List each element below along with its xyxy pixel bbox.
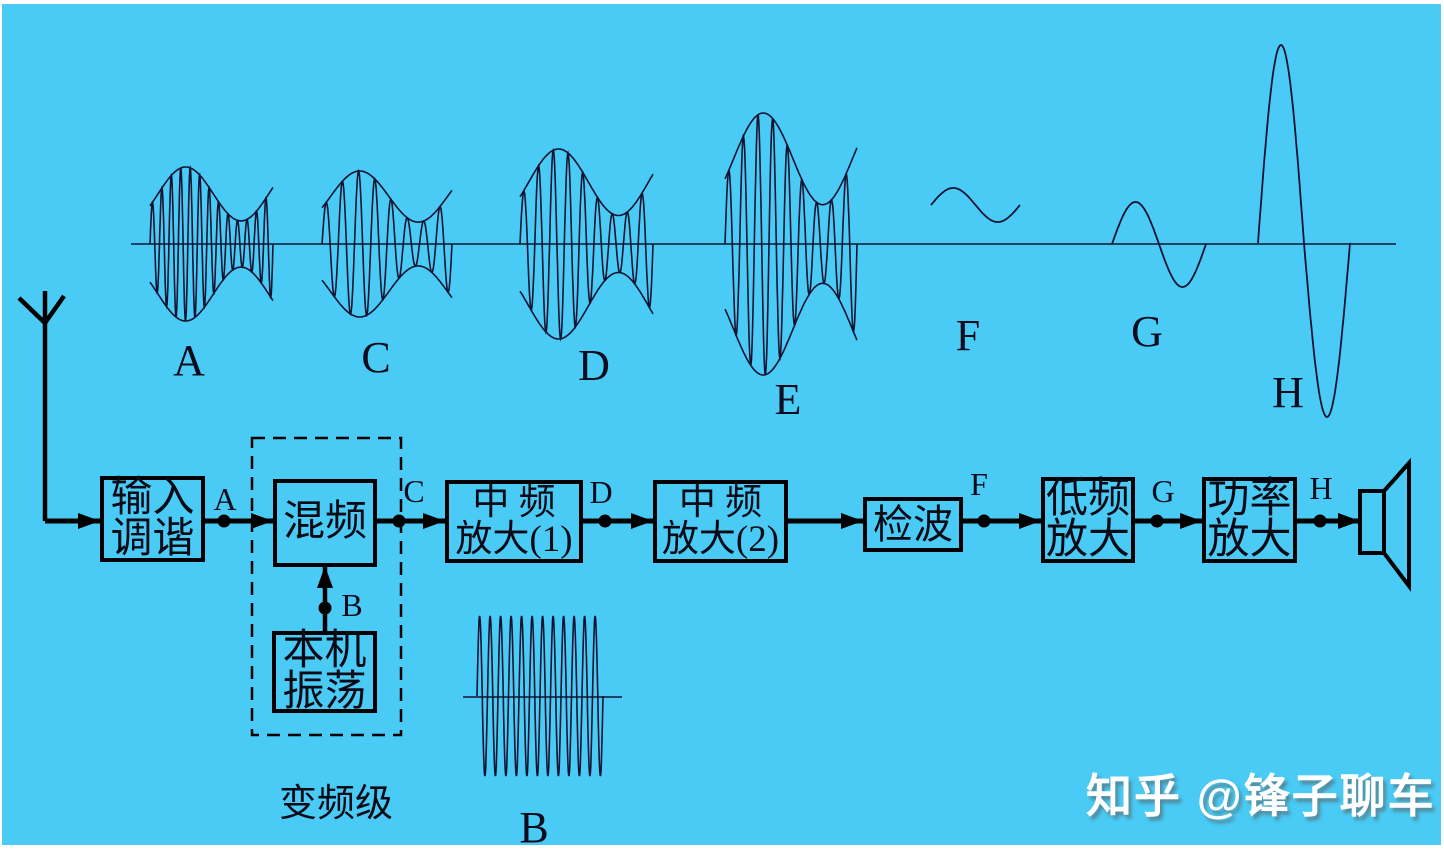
block-if-amp-2: 中 频 放大(2) xyxy=(653,480,788,563)
block-label: 本机 xyxy=(282,627,367,674)
waveform-label-A: A xyxy=(173,336,205,385)
arrowhead-icon xyxy=(841,513,863,529)
signal-dot xyxy=(977,514,991,528)
block-label: 低频 xyxy=(1045,475,1130,522)
block-label: 中 频 xyxy=(678,482,763,524)
speaker-horn-icon xyxy=(1382,457,1411,592)
chain-label-D: D xyxy=(589,474,613,510)
signal-dot xyxy=(1150,514,1164,528)
block-label: 调谐 xyxy=(110,516,195,562)
watermark: 知乎 @锋子聊车 xyxy=(1086,770,1436,822)
chain-label-A: A xyxy=(213,481,237,517)
waveform-label-G: G xyxy=(1131,307,1163,356)
waveform-F xyxy=(930,187,1021,223)
arrowhead-icon xyxy=(251,513,273,529)
block-if-amp-1: 中 频 放大(1) xyxy=(445,480,583,563)
chain-label-H: H xyxy=(1309,470,1333,506)
waveform-C-envelope-top xyxy=(321,170,453,223)
waveform-A-envelope-top xyxy=(149,166,274,222)
waveform-label-D: D xyxy=(578,341,610,390)
signal-dot xyxy=(392,514,406,528)
block-label: 输入 xyxy=(110,474,195,521)
conversion-stage-dashed-box xyxy=(250,436,403,737)
waveform-D-envelope-bottom xyxy=(519,271,654,340)
signal-dot xyxy=(1313,514,1327,528)
waveform-label-C: C xyxy=(361,333,391,382)
block-af-amp: 低频 放大 xyxy=(1041,477,1135,563)
waveform-B-carrier xyxy=(476,615,604,777)
block-input-tuning: 输入 调谐 xyxy=(100,476,205,562)
signal-dot xyxy=(217,514,231,528)
waveform-G xyxy=(1111,201,1207,288)
arrowhead-icon xyxy=(1019,513,1041,529)
speaker-icon xyxy=(1358,489,1386,555)
block-label: 放大(1) xyxy=(455,518,573,560)
chain-label-B: B xyxy=(341,587,363,623)
waveform-A-envelope-bottom xyxy=(149,266,274,322)
block-label: 放大 xyxy=(1045,517,1130,563)
waveform-D-envelope-top xyxy=(519,148,654,217)
conversion-stage-caption: 变频级 xyxy=(278,783,394,825)
arrowhead-icon xyxy=(631,513,653,529)
arrowhead-icon xyxy=(78,513,100,529)
block-local-oscillator: 本机 振荡 xyxy=(272,627,377,715)
waveform-label-B: B xyxy=(519,803,549,852)
waveform-label-F: F xyxy=(955,311,981,360)
block-mixer: 混频 xyxy=(273,479,377,567)
arrowhead-icon xyxy=(1180,513,1202,529)
block-label: 中 频 xyxy=(472,482,556,524)
block-label: 振荡 xyxy=(282,669,367,715)
waveform-E-envelope-bottom xyxy=(724,282,858,376)
waveform-C-envelope-bottom xyxy=(321,265,453,318)
waveform-H xyxy=(1257,44,1351,418)
waveform-E-envelope-top xyxy=(724,112,858,206)
block-label: 检波 xyxy=(873,501,953,547)
block-detector: 检波 xyxy=(863,497,963,552)
signal-dot xyxy=(598,514,612,528)
block-label: 功率 xyxy=(1207,475,1292,522)
waveform-D-carrier xyxy=(519,147,654,342)
waveform-label-H: H xyxy=(1272,368,1304,417)
block-label: 混频 xyxy=(282,499,367,546)
waveform-E-carrier xyxy=(724,114,858,375)
diagram-background xyxy=(2,4,1441,845)
antenna-icon xyxy=(17,296,47,325)
arrowhead-icon xyxy=(317,566,333,588)
block-power-amp: 功率 放大 xyxy=(1202,477,1297,563)
antenna-icon xyxy=(43,294,66,325)
waveform-A-carrier xyxy=(149,164,274,322)
block-label: 放大(2) xyxy=(661,518,780,560)
waveform-C-carrier xyxy=(321,168,453,318)
chain-label-F: F xyxy=(970,466,988,502)
arrowhead-icon xyxy=(423,513,445,529)
arrowhead-icon xyxy=(1338,513,1360,529)
block-label: 放大 xyxy=(1207,517,1292,563)
waveform-label-E: E xyxy=(774,375,802,424)
chain-label-C: C xyxy=(403,473,425,509)
chain-label-G: G xyxy=(1151,473,1175,509)
